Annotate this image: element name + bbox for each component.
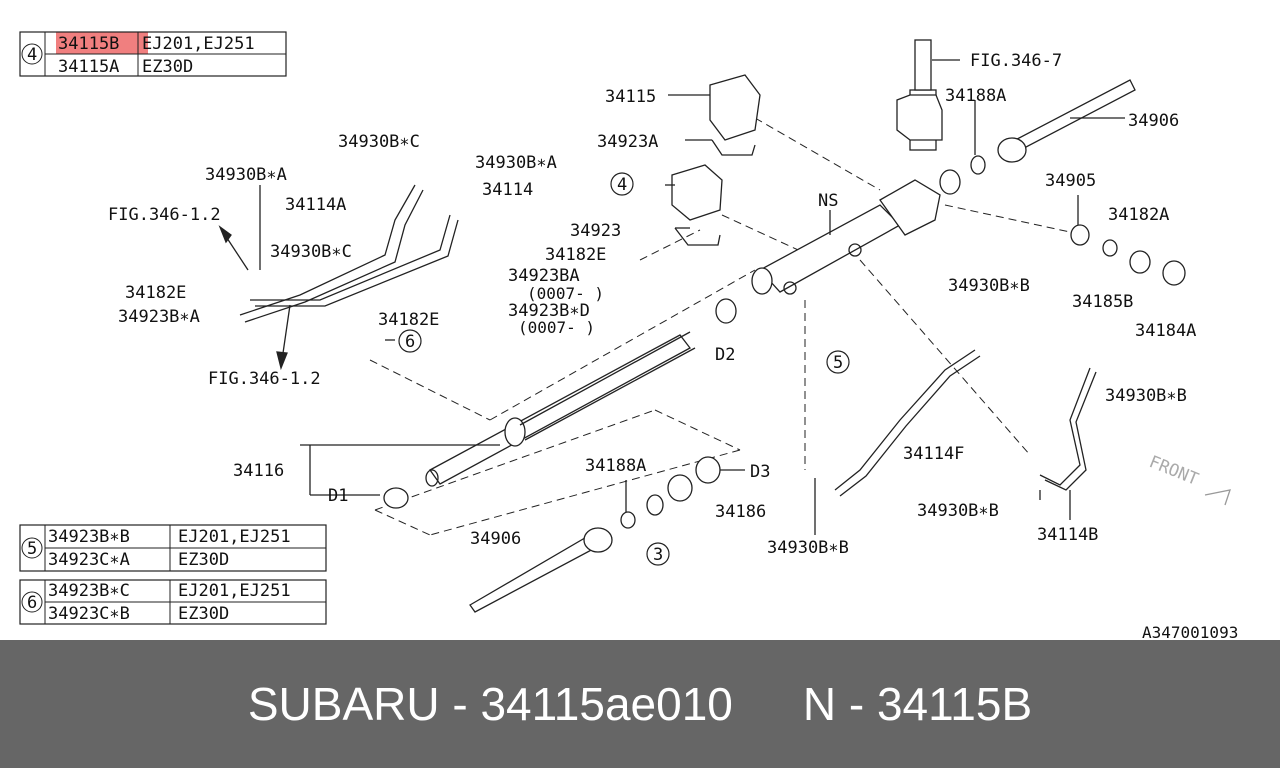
legend-engine: EZ30D [178, 550, 229, 570]
legend-engine: EJ201,EJ251 [142, 34, 255, 54]
label-34906-top: 34906 [1128, 111, 1179, 131]
legend-part: 34923C∗A [48, 550, 130, 570]
label-34930bb-bot: 34930B∗B [767, 538, 849, 558]
label-34930bb-right: 34930B∗B [1105, 386, 1187, 406]
label-34930bc-top: 34930B∗C [338, 132, 420, 152]
label-0007-a: (0007- ) [527, 284, 604, 303]
label-34115: 34115 [605, 87, 656, 107]
label-34188a-top: 34188A [945, 86, 1006, 106]
label-34114b: 34114B [1037, 525, 1098, 545]
label-34923ba: 34923BA [508, 266, 580, 286]
label-34116: 34116 [233, 461, 284, 481]
legend-engine: EZ30D [178, 604, 229, 624]
legend-part: 34923C∗B [48, 604, 130, 624]
label-d1: D1 [328, 486, 348, 506]
label-34114f: 34114F [903, 444, 964, 464]
label-34930ba-left: 34930B∗A [205, 165, 287, 185]
legend-engine: EZ30D [142, 57, 193, 77]
label-34186: 34186 [715, 502, 766, 522]
callout-5: 5 [833, 353, 843, 373]
footer-banner: SUBARU - 34115ae010 N - 34115B [0, 640, 1280, 768]
callout-6: 6 [405, 332, 415, 352]
label-34905: 34905 [1045, 171, 1096, 191]
label-ns: NS [818, 191, 838, 211]
label-fig-346-12-top: FIG.346-1.2 [108, 205, 221, 225]
legend-engine: EJ201,EJ251 [178, 527, 291, 547]
legend-part: 34115A [58, 57, 119, 77]
label-34114: 34114 [482, 180, 533, 200]
legend-engine: EJ201,EJ251 [178, 581, 291, 601]
label-34930bb-top: 34930B∗B [948, 276, 1030, 296]
label-fig-346-7: FIG.346-7 [970, 51, 1062, 71]
label-34184a: 34184A [1135, 321, 1196, 341]
label-34930bc-mid: 34930B∗C [270, 242, 352, 262]
label-fig-346-12-bot: FIG.346-1.2 [208, 369, 321, 389]
callout-3: 3 [653, 545, 663, 565]
label-34185b: 34185B [1072, 292, 1133, 312]
label-ref-number: A347001093 [1142, 623, 1238, 640]
label-34188a-bot: 34188A [585, 456, 646, 476]
footer-right-text: N - 34115B [802, 678, 1033, 730]
footer-left-text: SUBARU - 34115ae010 [247, 678, 733, 730]
legend-circle: 5 [27, 539, 37, 559]
callout-circles [398, 172, 850, 566]
legend-table-6: 6 34923B∗C EJ201,EJ251 34923C∗B EZ30D [19, 579, 327, 625]
legend-part: 34923B∗C [48, 581, 130, 601]
legend-part: 34115B [58, 34, 119, 54]
callout-4: 4 [617, 175, 627, 195]
label-0007-b: (0007- ) [518, 318, 595, 337]
label-front: FRONT [1146, 452, 1201, 490]
label-34923bd: 34923B∗D [508, 301, 590, 321]
legend-part: 34923B∗B [48, 527, 130, 547]
part-labels: FIG.346-7 34115 34188A 34906 34923A 3493… [108, 51, 1238, 640]
legend-table-5: 5 34923B∗B EJ201,EJ251 34923C∗A EZ30D [19, 524, 327, 572]
highlight-part [56, 32, 148, 54]
label-34930bb-mid: 34930B∗B [917, 501, 999, 521]
label-34906-bot: 34906 [470, 529, 521, 549]
steering-gear-diagram: 4 34115B EJ201,EJ251 34115A EZ30D 5 3492… [19, 31, 1238, 640]
label-d2: D2 [715, 345, 735, 365]
label-34182e-bolt: 34182E [545, 245, 606, 265]
label-34930ba-right: 34930B∗A [475, 153, 557, 173]
parts-drawing [218, 39, 1231, 613]
label-34182e-left: 34182E [125, 283, 186, 303]
label-34182a: 34182A [1108, 205, 1169, 225]
label-34923a: 34923A [597, 132, 658, 152]
legend-circle: 6 [27, 593, 37, 613]
legend-circle: 4 [27, 45, 37, 65]
label-34114a: 34114A [285, 195, 346, 215]
label-34923ba-left: 34923B∗A [118, 307, 200, 327]
label-34182e-mid: 34182E [378, 310, 439, 330]
label-34923: 34923 [570, 221, 621, 241]
label-d3: D3 [750, 462, 770, 482]
legend-table-4: 4 34115B EJ201,EJ251 34115A EZ30D [19, 31, 287, 77]
